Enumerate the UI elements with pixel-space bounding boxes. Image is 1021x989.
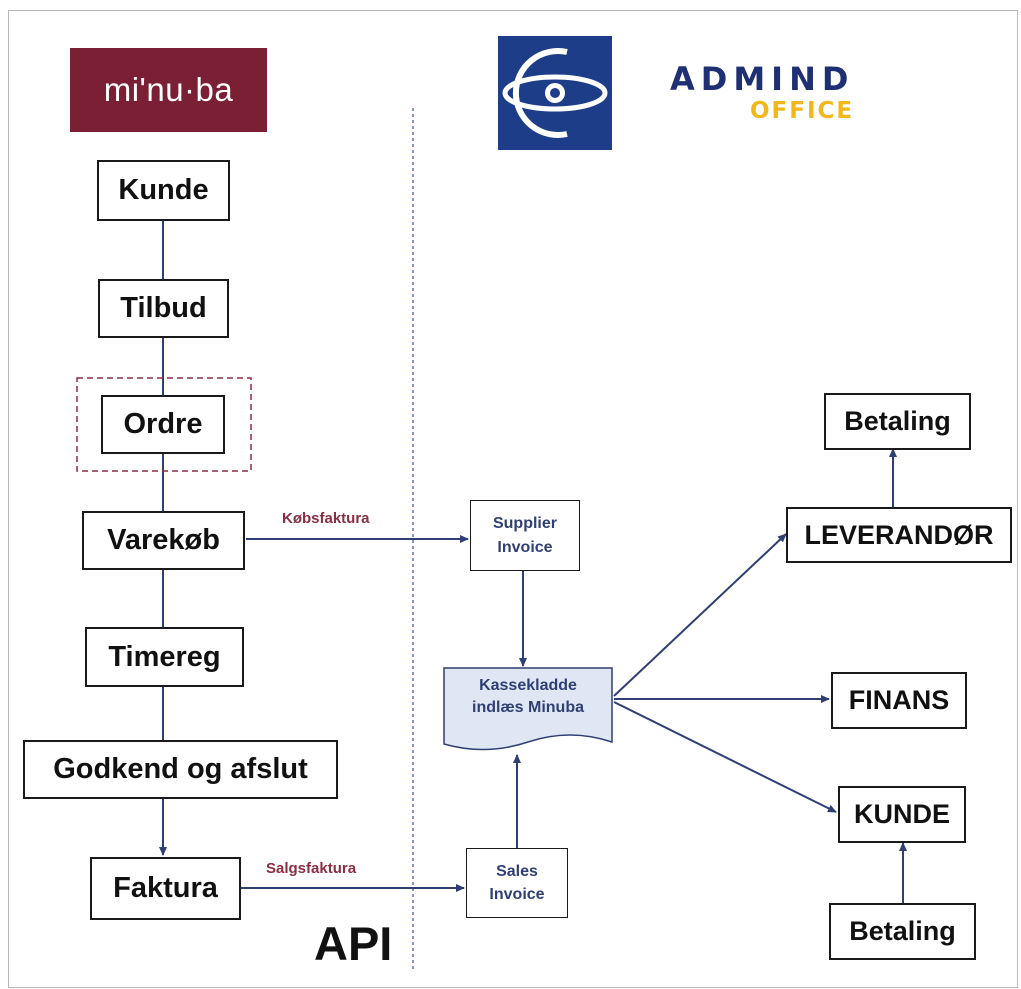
supplier-invoice-line1: Supplier [492,515,557,533]
box-ordre: Ordre [101,395,225,454]
box-timereg: Timereg [85,627,244,687]
arrow-kassekladde-leverandor [613,533,787,697]
api-label: API [314,917,393,970]
box-supplier-invoice: Supplier Invoice [470,500,580,571]
ordre-dashed-highlight [76,377,252,472]
label-salgsfaktura: Salgsfaktura [266,860,357,877]
box-betaling-kunde: Betaling [829,903,976,960]
box-finans: FINANS [831,672,967,729]
box-godkend-og-afslut: Godkend og afslut [23,740,338,799]
admind-wordmark: ADMIND [670,60,855,98]
box-faktura: Faktura [90,857,241,920]
box-kassekladde: Kassekladde indlæs Minuba [444,668,612,726]
kassekladde-line1: Kassekladde [479,676,577,694]
diagram-frame [8,10,1018,988]
sales-invoice-line1: Sales [496,862,538,880]
office-wordmark: OFFICE [750,98,855,124]
box-kunde: Kunde [97,160,230,221]
label-kobsfaktura: Købsfaktura [282,510,370,527]
arrow-kassekladde-kunde [613,701,837,813]
supplier-invoice-line2: Invoice [497,538,553,556]
kassekladde-document-shape [443,667,613,751]
box-kunde-admind: KUNDE [838,786,966,843]
sales-invoice-line2: Invoice [489,886,545,903]
minuba-logo-text: mi'nu·ba [103,71,234,108]
kassekladde-line2: indlæs Minuba [472,699,584,716]
box-sales-invoice: Sales Invoice [466,848,568,918]
box-betaling-leverandor: Betaling [824,393,971,450]
box-varekob: Varekøb [82,511,245,570]
box-tilbud: Tilbud [98,279,229,338]
minuba-logo: mi'nu·ba [70,48,267,132]
box-leverandor: LEVERANDØR [786,507,1012,563]
admind-emblem-icon [498,36,612,150]
